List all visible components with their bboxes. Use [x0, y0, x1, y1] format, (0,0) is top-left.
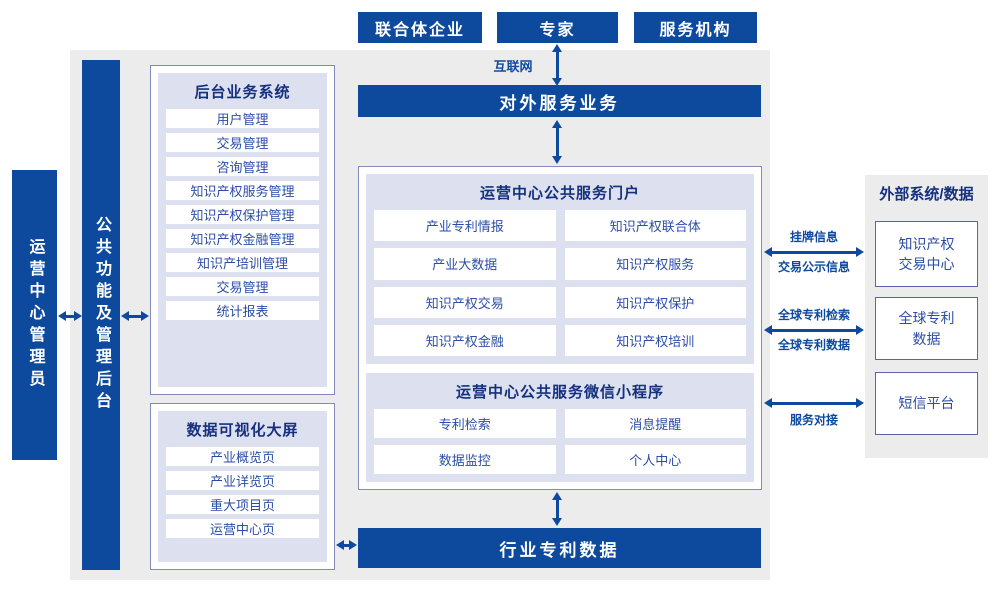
- internet-label: 互联网: [493, 59, 533, 74]
- backend-business-system-panel: 后台业务系统 用户管理 交易管理 咨询管理 知识产权服务管理 知识产权保护管理 …: [150, 65, 335, 395]
- system-box-line: 短信平台: [898, 395, 955, 412]
- external-systems-title: 外部系统/数据: [879, 186, 974, 203]
- miniprogram-item: 专利检索: [374, 409, 556, 438]
- system-box-sms-platform: 短信平台: [875, 372, 978, 435]
- portal-to-ip-trading-arrow: [764, 247, 864, 257]
- system-box-line: 交易中心: [898, 256, 955, 272]
- dataviz-item: 重大项目页: [166, 495, 319, 514]
- data-visualization-section: 数据可视化大屏 产业概览页 产业详览页 重大项目页 运营中心页: [158, 411, 327, 562]
- dataviz-item: 产业概览页: [166, 447, 319, 466]
- data-visualization-panel: 数据可视化大屏 产业概览页 产业详览页 重大项目页 运营中心页: [150, 403, 335, 570]
- actor-box-experts: 专家: [497, 12, 618, 43]
- actor-box-consortium-enterprises: 联合体企业: [358, 12, 482, 43]
- internet-bidirectional-arrow: [552, 44, 562, 86]
- backend-item: 用户管理: [166, 109, 319, 128]
- system-box-line: 知识产权: [898, 235, 955, 252]
- system-box-line: 数据: [912, 330, 941, 347]
- industry-patent-data-bar: 行业专利数据: [358, 528, 761, 568]
- backend-item: 交易管理: [166, 133, 319, 152]
- backend-business-system-section: 后台业务系统 用户管理 交易管理 咨询管理 知识产权服务管理 知识产权保护管理 …: [158, 73, 327, 387]
- connection-label-transaction-publicity: 交易公示信息: [777, 260, 850, 274]
- backend-item: 统计报表: [166, 301, 319, 320]
- actor-box-service-organizations: 服务机构: [634, 12, 757, 43]
- public-service-portal-section: 运营中心公共服务门户 产业专利情报 知识产权联合体 产业大数据 知识产权服务 知…: [366, 174, 754, 364]
- backend-item: 知识产培训管理: [166, 253, 319, 272]
- public-service-portal-title: 运营中心公共服务门户: [479, 185, 640, 202]
- portal-item: 产业专利情报: [374, 210, 556, 242]
- portal-items: 产业专利情报 知识产权联合体 产业大数据 知识产权服务 知识产权交易 知识产权保…: [374, 210, 746, 356]
- dataviz-item: 产业详览页: [166, 471, 319, 490]
- backend-business-system-title: 后台业务系统: [194, 84, 291, 101]
- miniprogram-item: 数据监控: [374, 445, 556, 474]
- system-box-global-patent-data: 全球专利 数据: [875, 297, 978, 360]
- connection-label-global-patent-data: 全球专利数据: [777, 338, 850, 352]
- backend-item: 知识产权服务管理: [166, 181, 319, 200]
- admin-to-backend-arrow: [58, 311, 82, 321]
- public-functions-backend-bar: 公共功能及管理后台: [82, 60, 120, 570]
- miniprogram-item: 个人中心: [564, 445, 746, 474]
- portal-item: 知识产权服务: [564, 248, 746, 280]
- system-box-line: 全球专利: [898, 310, 955, 327]
- connection-label-listing-info: 挂牌信息: [789, 230, 838, 244]
- operations-center-admin-box: 运营中心管理员: [12, 170, 57, 460]
- data-visualization-title: 数据可视化大屏: [186, 422, 299, 439]
- backend-bar-to-system-arrow: [121, 311, 149, 321]
- portal-item: 知识产权保护: [564, 286, 746, 318]
- portal-to-industry-data-arrow: [552, 492, 562, 526]
- external-systems-boxes: 知识产权 交易中心 全球专利 数据 短信平台: [865, 175, 988, 458]
- portal-item: 知识产权培训: [564, 324, 746, 356]
- service-to-portal-arrow: [552, 120, 562, 164]
- miniprogram-item: 消息提醒: [564, 409, 746, 438]
- system-box-ip-trading-center: 知识产权 交易中心: [875, 221, 978, 287]
- dataviz-item: 运营中心页: [166, 519, 319, 538]
- portal-to-sms-arrow: [764, 398, 864, 408]
- operations-center-admin-label: 运营中心管理员: [26, 238, 44, 392]
- connection-label-service-docking: 服务对接: [789, 413, 838, 427]
- backend-business-system-items: 用户管理 交易管理 咨询管理 知识产权服务管理 知识产权保护管理 知识产权金融管…: [166, 109, 319, 379]
- public-functions-backend-label: 公共功能及管理后台: [93, 216, 110, 414]
- external-service-business-bar: 对外服务业务: [358, 85, 761, 117]
- portal-item: 知识产权金融: [374, 324, 556, 356]
- connection-label-global-patent-search: 全球专利检索: [777, 308, 850, 322]
- backend-item: 知识产权保护管理: [166, 205, 319, 224]
- portal-item: 知识产权联合体: [564, 210, 746, 242]
- operations-center-panel: 运营中心公共服务门户 产业专利情报 知识产权联合体 产业大数据 知识产权服务 知…: [358, 166, 762, 490]
- portal-to-global-patent-arrow: [764, 325, 864, 335]
- wechat-miniprogram-title: 运营中心公共服务微信小程序: [455, 384, 664, 401]
- dataviz-to-industry-data-arrow: [336, 540, 357, 550]
- portal-item: 知识产权交易: [374, 286, 556, 318]
- portal-item: 产业大数据: [374, 248, 556, 280]
- data-visualization-items: 产业概览页 产业详览页 重大项目页 运营中心页: [166, 447, 319, 554]
- wechat-miniprogram-section: 运营中心公共服务微信小程序 专利检索 消息提醒 数据监控 个人中心: [366, 373, 754, 482]
- backend-item: 交易管理: [166, 277, 319, 296]
- miniprogram-items: 专利检索 消息提醒 数据监控 个人中心: [374, 409, 746, 474]
- backend-item: 咨询管理: [166, 157, 319, 176]
- backend-item: 知识产权金融管理: [166, 229, 319, 248]
